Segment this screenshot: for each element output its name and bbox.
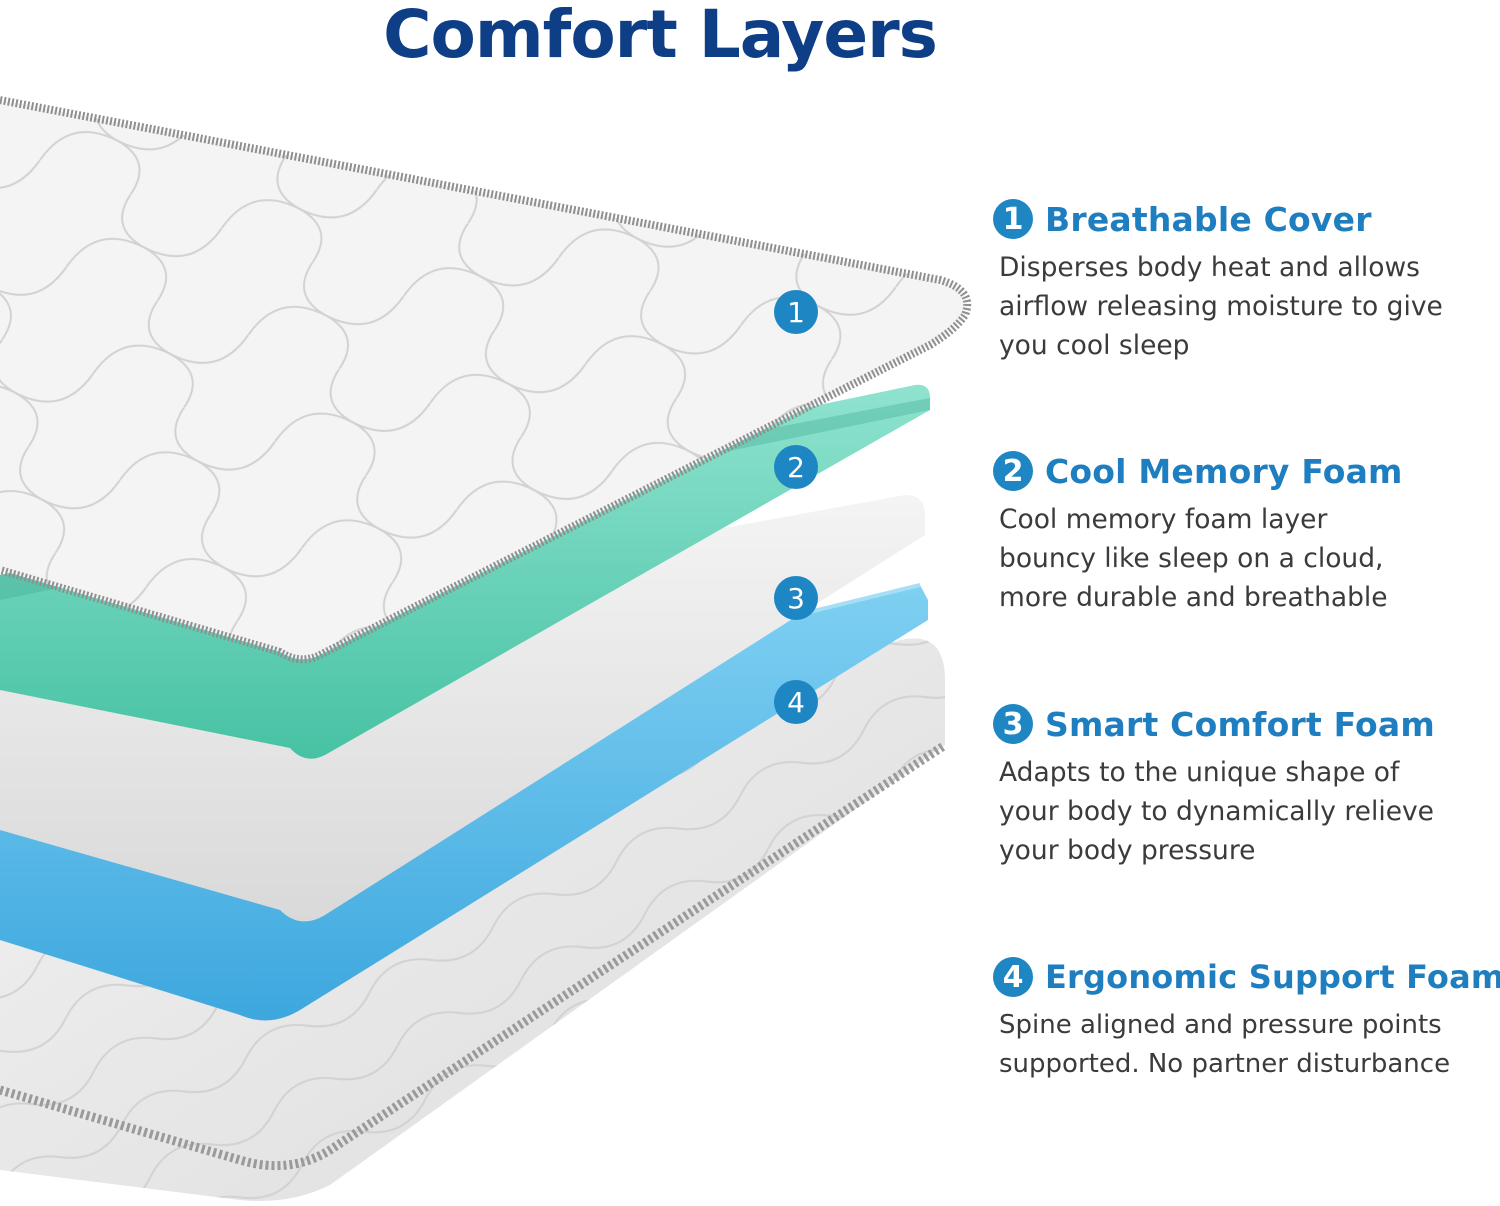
layer-marker-1: 1 (774, 290, 818, 334)
description-line: Disperses body heat and allows (999, 252, 1420, 283)
feature-header: 4 Ergonomic Support Foam (993, 954, 1500, 1000)
base-layer-group (0, 638, 948, 1201)
description-line: Cool memory foam layer (999, 504, 1328, 535)
number-badge: 1 (993, 199, 1033, 239)
feature-header: 1 Breathable Cover (993, 196, 1500, 242)
layer-marker-2: 2 (774, 445, 818, 489)
feature-description: Cool memory foam layer bouncy like sleep… (999, 500, 1500, 617)
feature-header: 3 Smart Comfort Foam (993, 701, 1500, 747)
feature-breathable-cover: 1 Breathable Cover Disperses body heat a… (993, 196, 1500, 365)
cover-layer-quilting (0, 100, 968, 660)
white-foam-layer (0, 495, 925, 922)
feature-smart-comfort-foam: 3 Smart Comfort Foam Adapts to the uniqu… (993, 701, 1500, 870)
feature-description: Spine aligned and pressure points suppor… (999, 1006, 1500, 1084)
description-line: bouncy like sleep on a cloud, (999, 543, 1384, 574)
number-badge: 3 (993, 704, 1033, 744)
feature-ergonomic-support-foam: 4 Ergonomic Support Foam Spine aligned a… (993, 954, 1500, 1084)
base-layer-binding (0, 741, 948, 1171)
description-line: your body to dynamically relieve (999, 796, 1434, 827)
layer-marker-4: 4 (774, 680, 818, 724)
feature-title: Cool Memory Foam (1045, 451, 1403, 491)
description-line: Adapts to the unique shape of (999, 757, 1400, 788)
feature-title: Ergonomic Support Foam (1045, 958, 1500, 996)
feature-description: Adapts to the unique shape of your body … (999, 753, 1500, 870)
description-line: your body pressure (999, 835, 1256, 866)
feature-cool-memory-foam: 2 Cool Memory Foam Cool memory foam laye… (993, 448, 1500, 617)
feature-title: Smart Comfort Foam (1045, 704, 1435, 744)
layer-marker-3: 3 (774, 576, 818, 620)
feature-description: Disperses body heat and allows airflow r… (999, 248, 1500, 365)
cover-layer-binding (0, 96, 972, 664)
description-line: you cool sleep (999, 330, 1190, 361)
page-title: Comfort Layers (383, 0, 938, 73)
feature-title: Breathable Cover (1045, 199, 1372, 239)
feature-header: 2 Cool Memory Foam (993, 448, 1500, 494)
description-line: more durable and breathable (999, 582, 1388, 613)
number-badge: 2 (993, 451, 1033, 491)
description-line: supported. No partner disturbance (999, 1049, 1451, 1079)
number-badge: 4 (993, 957, 1033, 997)
description-line: Spine aligned and pressure points (999, 1010, 1442, 1040)
description-line: airflow releasing moisture to give (999, 291, 1443, 322)
base-layer-texture (0, 638, 945, 1201)
